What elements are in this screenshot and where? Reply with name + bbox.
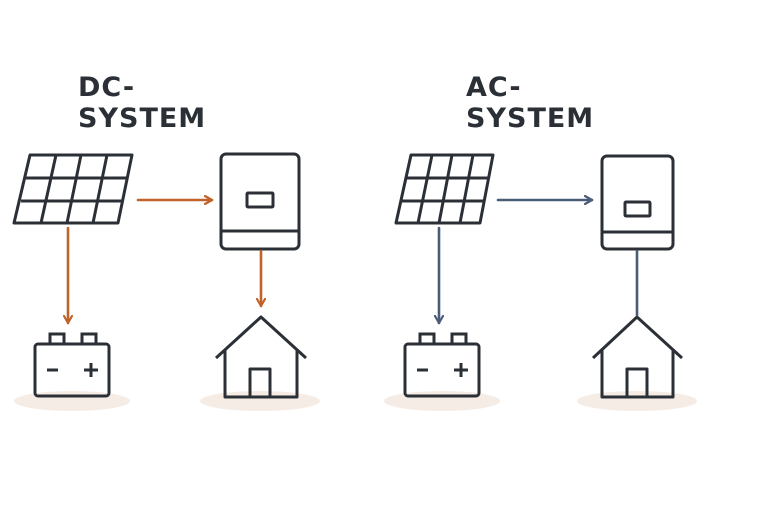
dc-system [12,152,320,411]
battery-icon [33,332,111,398]
battery-icon [403,332,481,398]
house-icon [591,315,684,399]
solar-panel-icon [12,153,134,225]
solar-panel-icon [394,153,495,225]
battery-shadow [384,391,500,411]
battery-shadow [14,391,130,411]
dc-connectors [68,200,261,325]
dc-system-title: DC-SYSTEM [78,72,207,134]
inverter-icon [600,154,675,251]
ac-system-title: AC-SYSTEM [466,72,595,134]
house-icon [214,315,308,399]
ac-system [384,153,697,411]
ac-connectors [439,200,639,325]
inverter-icon [219,152,301,251]
house-shadow [200,391,320,411]
house-shadow [577,391,697,411]
